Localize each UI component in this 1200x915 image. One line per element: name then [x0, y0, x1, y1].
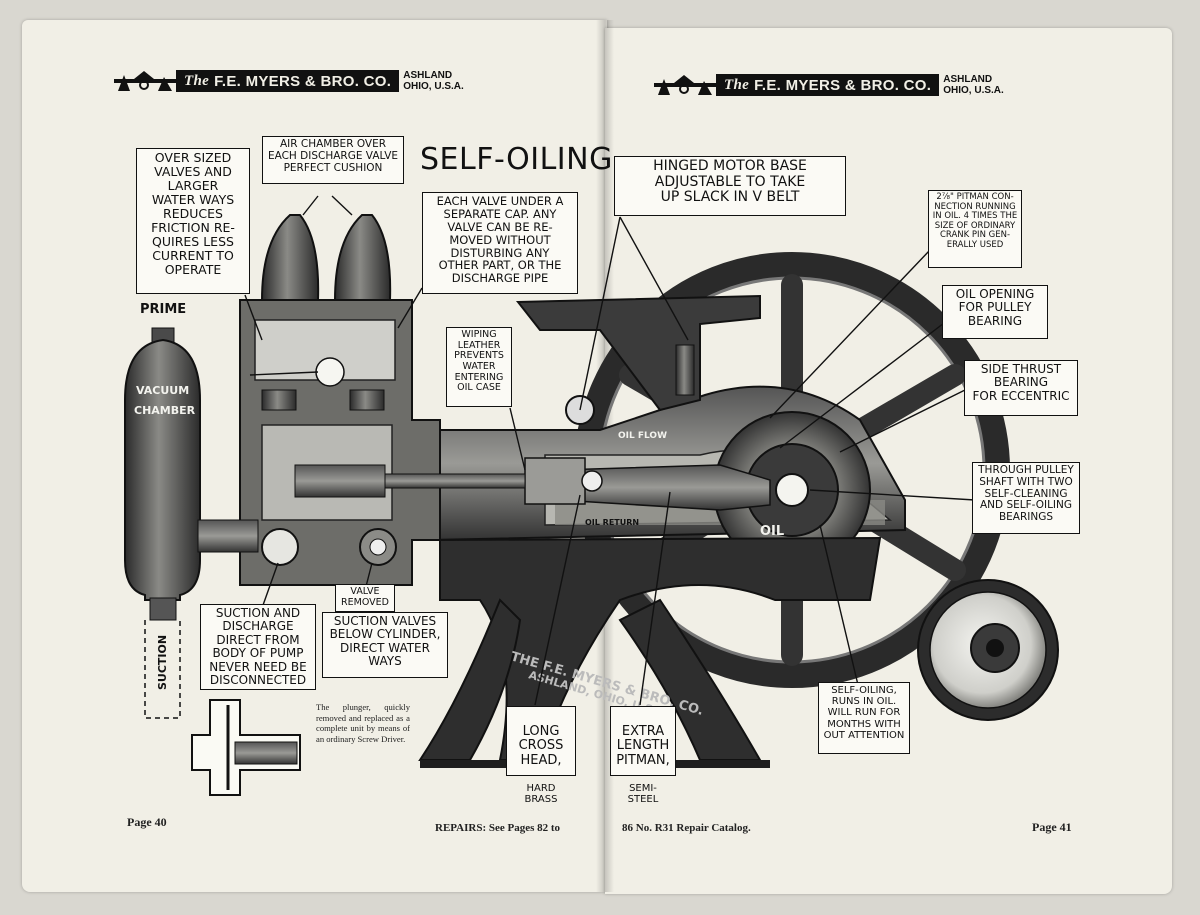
hard-brass-text: HARD BRASS — [524, 782, 558, 805]
location-line-1: ASHLAND — [943, 74, 993, 85]
callout-each-valve: EACH VALVE UNDER A SEPARATE CAP. ANY VAL… — [422, 192, 578, 294]
company-the: The — [724, 76, 750, 93]
callout-extra-length-pitman: EXTRA LENGTH PITMAN, SEMI-STEEL — [610, 706, 676, 805]
plunger-caption: The plunger, quickly removed and replace… — [316, 702, 410, 745]
callout-self-oiling-runs: SELF-OILING, RUNS IN OIL. WILL RUN FOR M… — [818, 682, 910, 754]
footer-repairs: REPAIRS: See Pages 82 to — [435, 822, 561, 834]
footer-catalog: 86 No. R31 Repair Catalog. — [622, 822, 751, 834]
callout-suction-discharge: SUCTION AND DISCHARGE DIRECT FROM BODY O… — [200, 604, 316, 690]
callout-side-thrust: SIDE THRUST BEARING FOR ECCENTRIC — [964, 360, 1078, 416]
long-cross-head-text: LONG CROSS HEAD, — [518, 723, 564, 768]
suction-label: SUCTION — [156, 635, 169, 690]
vacuum-label: VACUUM — [136, 384, 189, 397]
right-page-header: The F.E. MYERS & BRO. CO. ASHLAND OHIO, … — [654, 72, 1004, 98]
callout-hinged-motor-base: HINGED MOTOR BASE ADJUSTABLE TO TAKE UP … — [614, 156, 846, 216]
oil-label: OIL — [760, 524, 784, 539]
pump-cylinder-body — [239, 214, 526, 586]
company-emblem-icon — [114, 71, 176, 91]
company-the: The — [184, 72, 210, 89]
left-page-header: The F.E. MYERS & BRO. CO. ASHLAND OHIO, … — [114, 68, 464, 94]
company-name-bar: The F.E. MYERS & BRO. CO. — [176, 70, 400, 92]
callout-oil-opening: OIL OPENING FOR PULLEY BEARING — [942, 285, 1048, 339]
semi-steel-text: SEMI-STEEL — [627, 782, 659, 805]
callout-valve-removed: VALVE REMOVED — [335, 584, 395, 612]
callout-long-cross-head: LONG CROSS HEAD, HARD BRASS — [506, 706, 576, 805]
company-name: F.E. MYERS & BRO. CO. — [214, 72, 392, 90]
vacuum-chamber: PRIME VACUUM CHAMBER SUCTION — [124, 302, 259, 719]
callout-suction-valves: SUCTION VALVES BELOW CYLINDER, DIRECT WA… — [322, 612, 448, 678]
chamber-label: CHAMBER — [134, 404, 196, 417]
oil-return-label: OIL RETURN — [585, 518, 639, 527]
prime-label: PRIME — [140, 302, 186, 317]
company-emblem-icon — [654, 75, 716, 95]
oil-flow-label: OIL FLOW — [618, 431, 667, 441]
location-line-1: ASHLAND — [403, 70, 453, 81]
callout-oversized-valves: OVER SIZED VALVES AND LARGER WATER WAYS … — [136, 148, 250, 294]
callout-air-chamber: AIR CHAMBER OVER EACH DISCHARGE VALVE PE… — [262, 136, 404, 184]
page-title: SELF-OILING — [420, 142, 613, 177]
page-number-right: Page 41 — [1032, 820, 1072, 834]
callout-pitman-connection: 2⅞" PITMAN CON- NECTION RUNNING IN OIL. … — [928, 190, 1022, 268]
pulley-detail — [917, 579, 1059, 721]
plunger-detail — [191, 699, 301, 796]
location-line-2: OHIO, U.S.A. — [403, 81, 464, 92]
company-name: F.E. MYERS & BRO. CO. — [754, 76, 932, 94]
company-name-bar: The F.E. MYERS & BRO. CO. — [716, 74, 940, 96]
extra-length-text: EXTRA LENGTH PITMAN, — [616, 723, 670, 768]
company-location: ASHLAND OHIO, U.S.A. — [403, 70, 464, 92]
location-line-2: OHIO, U.S.A. — [943, 85, 1004, 96]
callout-through-pulley: THROUGH PULLEY SHAFT WITH TWO SELF-CLEAN… — [972, 462, 1080, 534]
callout-wiping-leather: WIPING LEATHER PREVENTS WATER ENTERING O… — [446, 327, 512, 407]
page-number-left: Page 40 — [127, 815, 167, 829]
company-location: ASHLAND OHIO, U.S.A. — [943, 74, 1004, 96]
crank-case — [429, 385, 906, 569]
